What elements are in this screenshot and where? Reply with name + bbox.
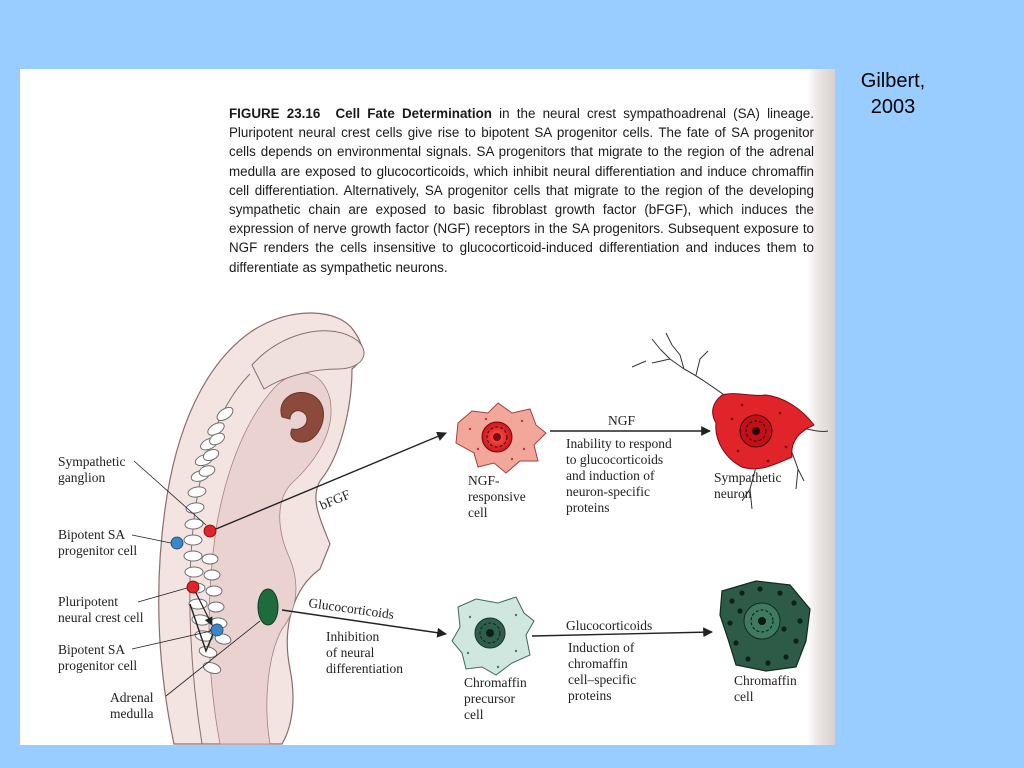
credit-author: Gilbert, xyxy=(860,70,926,92)
sympathetic-ganglion-cell xyxy=(203,524,217,538)
ngf-responsive-cell xyxy=(455,402,547,474)
label-inhibition: Inhibition of neural differentiation xyxy=(326,629,403,676)
glucocorticoids-arrow xyxy=(281,609,447,638)
label-inability: Inability to respond to glucocorticoids … xyxy=(566,436,675,515)
label-chromaffin-cell: Chromaffin cell xyxy=(734,673,800,704)
figure-title: Cell Fate Determination xyxy=(335,106,492,121)
left-labels: Sympathetic ganglion Bipotent SA progeni… xyxy=(58,454,261,721)
page-spine-shadow xyxy=(807,69,835,745)
optic-vesicle xyxy=(280,392,324,443)
label-sympathetic-ganglion: Sympathetic ganglion xyxy=(58,454,129,485)
pluripotent-cell xyxy=(186,580,200,594)
sympathetic-neuron xyxy=(631,332,829,510)
figure-number: FIGURE 23.16 xyxy=(229,106,321,121)
label-ngf-responsive: NGF- responsive cell xyxy=(468,473,529,520)
label-bfgf: bFGF xyxy=(317,486,352,512)
label-induction-chromaffin: Induction of chromaffin cell–specific pr… xyxy=(568,640,640,703)
label-adrenal-medulla: Adrenal medulla xyxy=(110,690,157,721)
bfgf-arrow xyxy=(215,431,447,530)
label-glucocorticoids-lower: Glucocorticoids xyxy=(566,618,652,633)
caption-body: in the neural crest sympathoadrenal (SA)… xyxy=(229,106,814,275)
label-ngf: NGF xyxy=(608,413,635,428)
chromaffin-cell xyxy=(719,580,811,672)
somites xyxy=(183,406,234,675)
bipotent-lower-cell xyxy=(210,623,224,637)
figure-caption: FIGURE 23.16 Cell Fate Determination in … xyxy=(229,104,814,277)
migration-lower-arrow xyxy=(193,588,213,626)
head-fold xyxy=(251,330,365,390)
author-credit: Gilbert, 2003 xyxy=(838,68,948,120)
chromaffin-precursor-cell xyxy=(451,596,535,676)
bipotent-upper-cell xyxy=(170,536,184,550)
textbook-page: FIGURE 23.16 Cell Fate Determination in … xyxy=(20,69,835,745)
label-sympathetic-neuron: Sympathetic neuron xyxy=(714,470,785,501)
embryo xyxy=(158,312,365,745)
label-chromaffin-precursor: Chromaffin precursor cell xyxy=(464,675,530,722)
label-pluripotent: Pluripotent neural crest cell xyxy=(58,594,144,625)
label-glucocorticoids-arrow: Glucocorticoids xyxy=(308,595,395,622)
label-bipotent-lower: Bipotent SA progenitor cell xyxy=(58,642,137,673)
cell-fate-diagram: Sympathetic ganglion Bipotent SA progeni… xyxy=(58,312,829,745)
credit-year: 2003 xyxy=(870,96,916,118)
adrenal-medulla xyxy=(257,588,279,626)
glucocorticoids-lower-arrow xyxy=(531,627,713,638)
label-bipotent-upper: Bipotent SA progenitor cell xyxy=(58,527,137,558)
